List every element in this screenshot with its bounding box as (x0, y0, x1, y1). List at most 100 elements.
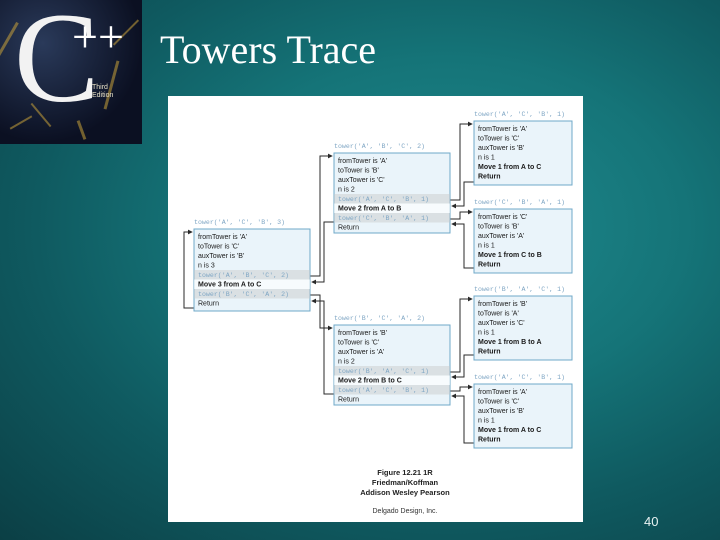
row-highlight (194, 289, 310, 299)
trace-line: Move 1 from A to C (478, 427, 541, 434)
box-frame (333, 324, 451, 406)
call-box-6: tower('B', 'A', 'C', 1)fromTower is 'B't… (473, 286, 573, 361)
trace-line: n is 2 (338, 359, 355, 366)
trace-line: auxTower is 'B' (478, 145, 524, 152)
return-arrow (311, 221, 334, 285)
subcall-label: tower('B', 'A', 'C', 1) (338, 368, 429, 375)
trace-line: Return (478, 174, 501, 181)
subcall-label: tower('B', 'C', 'A', 2) (198, 291, 289, 298)
trace-line: auxTower is 'C' (338, 177, 385, 184)
trace-line: fromTower is 'A' (198, 234, 247, 241)
return-line: Return (198, 301, 219, 308)
subcall-label: tower('A', 'B', 'C', 2) (198, 272, 289, 279)
call-box-4: tower('A', 'C', 'B', 1)fromTower is 'A't… (473, 111, 573, 186)
call-arrow (450, 209, 473, 220)
call-label: tower('C', 'B', 'A', 1) (474, 199, 565, 206)
call-label: tower('A', 'C', 'B', 1) (474, 374, 565, 381)
move-line: Move 2 from B to C (338, 378, 402, 385)
box-frame (473, 295, 573, 361)
caption-line-3: Addison Wesley Pearson (360, 488, 450, 497)
trace-line: auxTower is 'B' (478, 408, 524, 415)
call-arrow (450, 384, 473, 392)
trace-line: Return (478, 349, 501, 356)
trace-line: n is 1 (478, 243, 495, 250)
move-line: Move 3 from A to C (198, 282, 261, 289)
figure-caption: Figure 12.21 1R Friedman/Koffman Addison… (360, 468, 450, 515)
box-frame (473, 208, 573, 274)
return-arrow (311, 298, 334, 395)
trace-line: n is 1 (478, 330, 495, 337)
move-row (334, 375, 450, 385)
trace-line: fromTower is 'A' (478, 389, 527, 396)
row-highlight (334, 385, 450, 395)
figure-credit: Delgado Design, Inc. (373, 508, 438, 515)
call-label: tower('B', 'C', 'A', 2) (334, 315, 425, 322)
trace-line: fromTower is 'B' (338, 330, 387, 337)
move-row (334, 203, 450, 213)
call-box-1: tower('A', 'C', 'B', 3) fromTower is 'A' t… (193, 219, 311, 312)
logo-plus: ++ (72, 11, 124, 62)
call-label: tower('B', 'A', 'C', 1) (474, 286, 565, 293)
row-highlight (334, 366, 450, 376)
trace-line: fromTower is 'A' (478, 126, 527, 133)
trace-line: Return (478, 437, 501, 444)
trace-line: auxTower is 'B' (198, 253, 244, 260)
trace-line: n is 1 (478, 155, 495, 162)
trace-line: toTower is 'C' (478, 399, 519, 406)
trace-line: toTower is 'C' (198, 244, 239, 251)
trace-line: toTower is 'B' (478, 224, 519, 231)
box-frame (333, 152, 451, 234)
trace-line: fromTower is 'A' (338, 158, 387, 165)
box-frame (473, 383, 573, 449)
box-frame (473, 120, 573, 186)
trace-line: n is 3 (198, 263, 215, 270)
call-label: tower('A', 'B', 'C', 2) (334, 143, 425, 150)
logo-subtitle: Third Edition (92, 84, 114, 99)
logo-letter: C (14, 0, 100, 129)
trace-diagram: tower('A', 'C', 'B', 3)fromTower is 'A't… (183, 111, 573, 515)
trace-line: Move 1 from B to A (478, 339, 542, 346)
call-box-5: tower('C', 'B', 'A', 1) fromTower is 'C' t… (473, 199, 573, 274)
subcall-label: tower('A', 'C', 'B', 1) (338, 196, 429, 203)
trace-line: auxTower is 'C' (478, 320, 525, 327)
return-arrow (451, 181, 474, 209)
textbook-logo: C ++ Third Edition (0, 0, 142, 144)
trace-line: toTower is 'C' (478, 136, 519, 143)
return-arrow (451, 221, 474, 269)
caption-line-2: Friedman/Koffman (372, 478, 439, 487)
caption-line-1: Figure 12.21 1R (377, 468, 433, 477)
call-arrow (450, 296, 473, 373)
trace-line: auxTower is 'A' (338, 349, 384, 356)
trace-line: n is 1 (478, 418, 495, 425)
trace-figure: tower('A', 'C', 'B', 3)fromTower is 'A't… (168, 96, 583, 522)
trace-line: Return (478, 262, 501, 269)
page-number: 40 (644, 514, 659, 529)
return-line: Return (338, 225, 359, 232)
trace-line: fromTower is 'C' (478, 214, 527, 221)
trace-line: auxTower is 'A' (478, 233, 524, 240)
trace-line: toTower is 'A' (478, 311, 519, 318)
trace-line: toTower is 'C' (338, 340, 379, 347)
return-arrow (183, 229, 198, 309)
trace-line: toTower is 'B' (338, 168, 379, 175)
row-highlight (194, 270, 310, 280)
slide-title: Towers Trace (160, 27, 377, 72)
move-row (194, 279, 310, 289)
call-arrow (450, 121, 473, 201)
call-label: tower('A', 'C', 'B', 3) (194, 219, 285, 226)
box-frame (193, 228, 311, 312)
row-highlight (334, 213, 450, 223)
row-highlight (334, 194, 450, 204)
trace-line: n is 2 (338, 187, 355, 194)
move-line: Move 2 from A to B (338, 206, 401, 213)
subcall-label: tower('A', 'C', 'B', 1) (338, 387, 429, 394)
subcall-label: tower('C', 'B', 'A', 1) (338, 215, 429, 222)
trace-line: Move 1 from C to B (478, 252, 542, 259)
call-arrow (310, 153, 333, 277)
call-box-7: tower('A', 'C', 'B', 1) fromTower is 'A' t… (473, 374, 573, 449)
return-line: Return (338, 397, 359, 404)
trace-line: Move 1 from A to C (478, 164, 541, 171)
return-arrow (451, 393, 474, 444)
call-box-2: tower('A', 'B', 'C', 2) fromTower is 'A' t… (333, 143, 451, 234)
return-arrow (451, 354, 474, 380)
